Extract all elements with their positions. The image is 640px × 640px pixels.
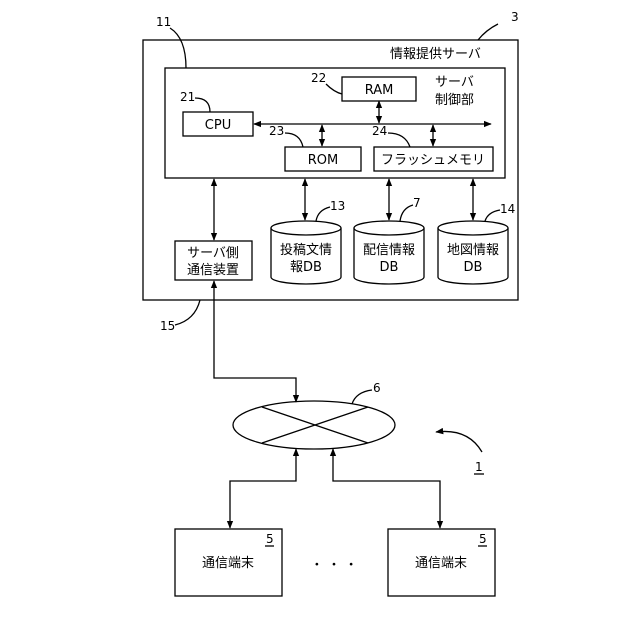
system-ref-arrow	[436, 431, 482, 452]
cpu-ref: 21	[180, 90, 195, 104]
network-ref: 6	[373, 381, 381, 395]
terminal-right-label: 通信端末	[415, 556, 467, 571]
terminal-left: 通信端末 5	[175, 529, 282, 596]
db-post-top	[271, 221, 341, 235]
server-ref-leader	[478, 24, 498, 40]
system-ref-number: 1	[475, 460, 483, 474]
db-map-ref: 14	[500, 202, 515, 216]
db-dist-top	[354, 221, 424, 235]
db-dist-line2: DB	[380, 260, 399, 275]
db-post-line2: 報DB	[290, 260, 322, 275]
db-dist-ref: 7	[413, 196, 421, 210]
db-map-line2: DB	[464, 260, 483, 275]
server-title: 情報提供サーバ	[390, 46, 481, 62]
network: 6	[233, 381, 395, 449]
db-map-line1: 地図情報	[447, 243, 499, 258]
ram-label: RAM	[365, 83, 394, 98]
ram-ref: 22	[311, 71, 326, 85]
db-map-top	[438, 221, 508, 235]
terminal-right-ref: 5	[479, 532, 487, 546]
comm-device-ref-leader	[175, 300, 200, 325]
flash-memory-ref: 24	[372, 124, 387, 138]
comm-device-line2: 通信装置	[187, 263, 239, 278]
terminal-right: 通信端末 5	[388, 529, 495, 596]
comm-device-ref: 15	[160, 319, 175, 333]
control-title-line1: サーバ	[435, 75, 474, 90]
control-ref: 11	[156, 15, 171, 29]
rom-ref: 23	[269, 124, 284, 138]
terminal-left-ref: 5	[266, 532, 274, 546]
cpu-label: CPU	[205, 118, 231, 133]
terminal-ellipsis: ・ ・ ・	[310, 558, 357, 573]
comm-device-line1: サーバ側	[187, 246, 239, 261]
network-ref-leader	[352, 390, 372, 404]
rom-label: ROM	[308, 153, 338, 168]
server-ref: 3	[511, 10, 519, 24]
terminal-left-label: 通信端末	[202, 556, 254, 571]
db-dist-line1: 配信情報	[363, 243, 415, 258]
network-terminal-right-arrow	[333, 449, 440, 528]
db-post-line1: 投稿文情	[280, 242, 332, 258]
network-terminal-left-arrow	[230, 449, 296, 528]
system-ref: 1	[436, 431, 484, 474]
flash-memory-label: フラッシュメモリ	[381, 153, 485, 168]
db-post-ref: 13	[330, 199, 345, 213]
control-title-line2: 制御部	[435, 93, 474, 108]
